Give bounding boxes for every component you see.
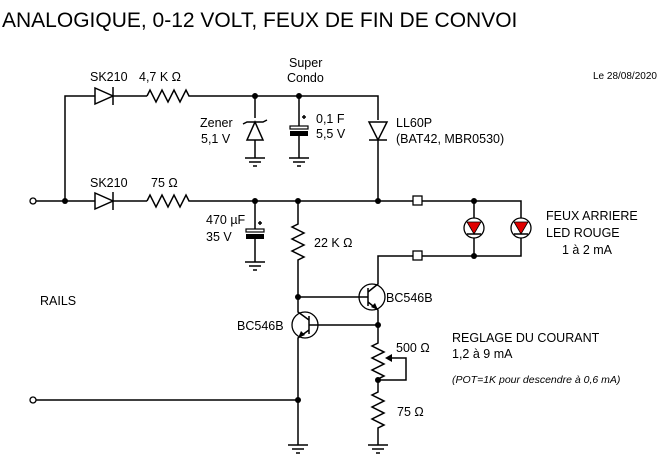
connector-top (412, 195, 423, 206)
resistor-75-emitter-label: 75 Ω (397, 405, 424, 419)
transistor-upper-label: BC546B (386, 291, 433, 305)
resistor-75-input (146, 193, 413, 209)
diode-sk210-bottom (94, 191, 147, 211)
leds-label-3: 1 à 2 mA (562, 243, 613, 257)
ground-symbol (368, 444, 388, 454)
junction-dot (295, 397, 301, 403)
rail-terminal-top (29, 197, 37, 205)
resistor-22k-label: 22 K Ω (314, 236, 353, 250)
diode-sk210-top (94, 86, 147, 106)
led-wires (422, 200, 522, 257)
reg-label-1: REGLAGE DU COURANT (452, 331, 600, 345)
reg-label-2: 1,2 à 9 mA (452, 347, 513, 361)
schottky-label-2: (BAT42, MBR0530) (396, 132, 504, 146)
rails-label: RAILS (40, 294, 76, 308)
date-label: Le 28/08/2020 (593, 71, 657, 82)
leds-label-2: LED ROUGE (546, 226, 620, 240)
transistor-lower (291, 297, 378, 400)
connector-bottom (412, 250, 423, 261)
ground-rail (36, 400, 378, 445)
junction-dot (62, 198, 68, 204)
rail-terminal-bottom (29, 396, 37, 404)
diode-top-label: SK210 (90, 70, 128, 84)
capacitor-label-1: 470 µF (206, 213, 246, 227)
schottky-label-1: LL60P (396, 116, 432, 130)
transistor-lower-label: BC546B (237, 319, 284, 333)
supercap-title-1: Super (289, 56, 322, 70)
potentiometer-500 (370, 325, 407, 381)
diode-bottom-label: SK210 (90, 176, 128, 190)
transistor-upper (298, 255, 413, 325)
pot-label: 500 Ω (396, 341, 430, 355)
junction-dot (471, 198, 477, 204)
zener-diode (242, 96, 268, 167)
pot-note: (POT=1K pour descendre à 0,6 mA) (452, 374, 620, 386)
ground-symbol (288, 444, 308, 454)
supercap (289, 96, 309, 167)
resistor-22k (290, 201, 306, 297)
schottky-diode (367, 121, 389, 201)
schematic-title: ANALOGIQUE, 0-12 VOLT, FEUX DE FIN DE CO… (2, 9, 517, 32)
supercap-value-1: 0,1 F (316, 112, 345, 126)
resistor-75-emitter (370, 380, 386, 445)
led-red-2 (510, 217, 532, 239)
input-wires (36, 95, 95, 202)
leds-label-1: FEUX ARRIERE (546, 209, 638, 223)
resistor-75-input-label: 75 Ω (151, 176, 178, 190)
led-red-1 (463, 217, 485, 239)
junction-dot (375, 198, 381, 204)
junction-dot (471, 253, 477, 259)
resistor-4k7-label: 4,7 K Ω (139, 70, 181, 84)
resistor-4k7 (146, 88, 299, 104)
capacitor-label-2: 35 V (206, 230, 232, 244)
capacitor-470uf (245, 201, 265, 271)
zener-label-1: Zener (200, 116, 233, 130)
top-node-wire (299, 95, 379, 120)
zener-label-2: 5,1 V (201, 132, 231, 146)
supercap-title-2: Condo (287, 71, 324, 85)
supercap-value-2: 5,5 V (316, 127, 346, 141)
